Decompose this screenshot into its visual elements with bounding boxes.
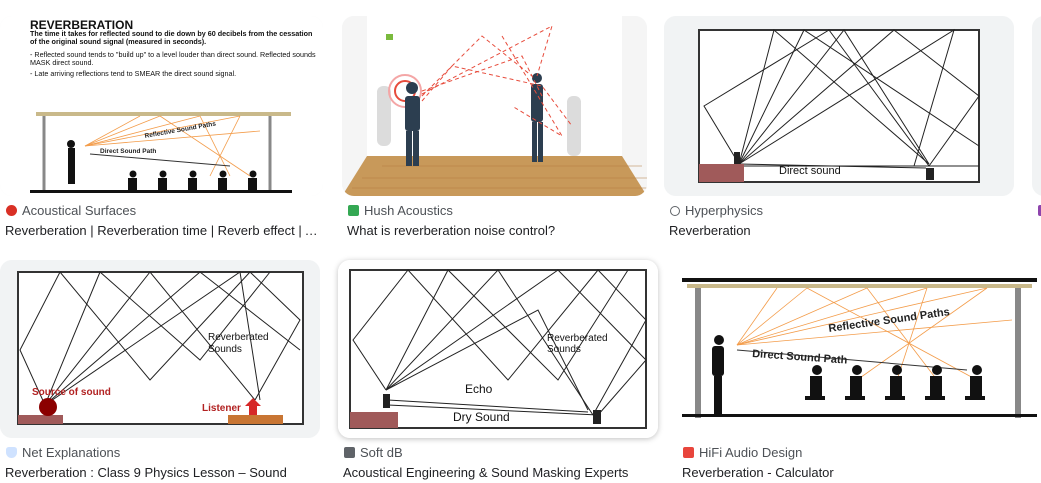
result-image[interactable]: Direct sound xyxy=(664,16,1014,196)
source-name: Acoustical Surfaces xyxy=(22,203,137,218)
source-name: HiFi Audio Design xyxy=(699,445,803,460)
image-label-direct: Direct Sound Path xyxy=(100,148,156,155)
result-image[interactable] xyxy=(1032,16,1041,196)
result-image[interactable]: Reverberated Sounds Echo Dry Sound xyxy=(338,260,658,438)
result-title[interactable]: Reverberation | Reverberation time | Rev… xyxy=(5,223,323,238)
result-card-hifi-audio-design[interactable]: Reflective Sound Paths Direct Sound Path… xyxy=(677,260,1041,483)
result-source[interactable]: Acoustical Surfaces xyxy=(6,203,136,218)
image-bullet-1: - Reflected sound tends to "build up" to… xyxy=(30,49,316,68)
image-label-direct-sound: Direct sound xyxy=(779,165,841,177)
result-title[interactable]: Reverberation : Class 9 Physics Lesson –… xyxy=(5,465,287,480)
result-card-soft-db[interactable]: Reverberated Sounds Echo Dry Sound Soft … xyxy=(338,260,660,483)
image-label-reverberated-2: Sounds xyxy=(208,344,242,355)
result-card-hyperphysics[interactable]: Direct sound Hyperphysics Reverberation xyxy=(664,16,1014,246)
image-label-dry-sound: Dry Sound xyxy=(453,410,510,424)
result-title[interactable]: Reverberation xyxy=(669,223,751,238)
result-card-hush-acoustics[interactable]: Hush Acoustics What is reverberation noi… xyxy=(342,16,647,246)
result-image[interactable]: Reverberated Sounds Source of sound List… xyxy=(0,260,320,438)
image-definition: The time it takes for reflected sound to… xyxy=(30,30,313,47)
source-name: Hyperphysics xyxy=(685,203,764,218)
result-image[interactable]: REVERBERATION The time it takes for refl… xyxy=(0,16,323,196)
result-image[interactable] xyxy=(342,16,647,196)
source-name: Soft dB xyxy=(360,445,403,460)
image-label-reverberated-1: Reverberated xyxy=(547,333,608,344)
hifi-audio-design-favicon-icon xyxy=(683,447,694,458)
image-label-source: Source of sound xyxy=(32,387,111,398)
soft-db-favicon-icon xyxy=(344,447,355,458)
result-source[interactable]: Hyperphysics xyxy=(670,203,763,218)
result-source[interactable]: Hush Acoustics xyxy=(348,203,453,218)
image-label-reverberated-2: Sounds xyxy=(547,344,581,355)
image-label-listener: Listener xyxy=(202,403,241,414)
result-title[interactable]: Acoustical Engineering & Sound Masking E… xyxy=(343,465,629,480)
result-title[interactable]: What is reverberation noise control? xyxy=(347,223,556,238)
image-label-reverberated-1: Reverberated xyxy=(208,332,269,343)
source-name: Net Explanations xyxy=(22,445,121,460)
hush-acoustics-favicon-icon xyxy=(348,205,359,216)
image-heading: REVERBERATION xyxy=(30,18,133,32)
partial-favicon-icon xyxy=(1038,205,1041,216)
result-source[interactable]: Net Explanations xyxy=(6,445,120,460)
result-source[interactable]: Soft dB xyxy=(344,445,403,460)
result-card-acoustical-surfaces[interactable]: REVERBERATION The time it takes for refl… xyxy=(0,16,325,246)
result-source[interactable]: HiFi Audio Design xyxy=(683,445,802,460)
source-name: Hush Acoustics xyxy=(364,203,453,218)
image-label-echo: Echo xyxy=(465,382,493,396)
result-image[interactable]: Reflective Sound Paths Direct Sound Path xyxy=(677,260,1041,438)
result-card-partial[interactable] xyxy=(1032,16,1041,246)
globe-icon xyxy=(670,205,680,216)
result-card-net-explanations[interactable]: Reverberated Sounds Source of sound List… xyxy=(0,260,325,483)
result-title[interactable]: Reverberation - Calculator xyxy=(682,465,834,480)
image-bullet-2: - Late arriving reflections tend to SMEA… xyxy=(30,68,237,78)
shield-icon xyxy=(6,447,17,458)
acoustical-surfaces-favicon-icon xyxy=(6,205,17,216)
